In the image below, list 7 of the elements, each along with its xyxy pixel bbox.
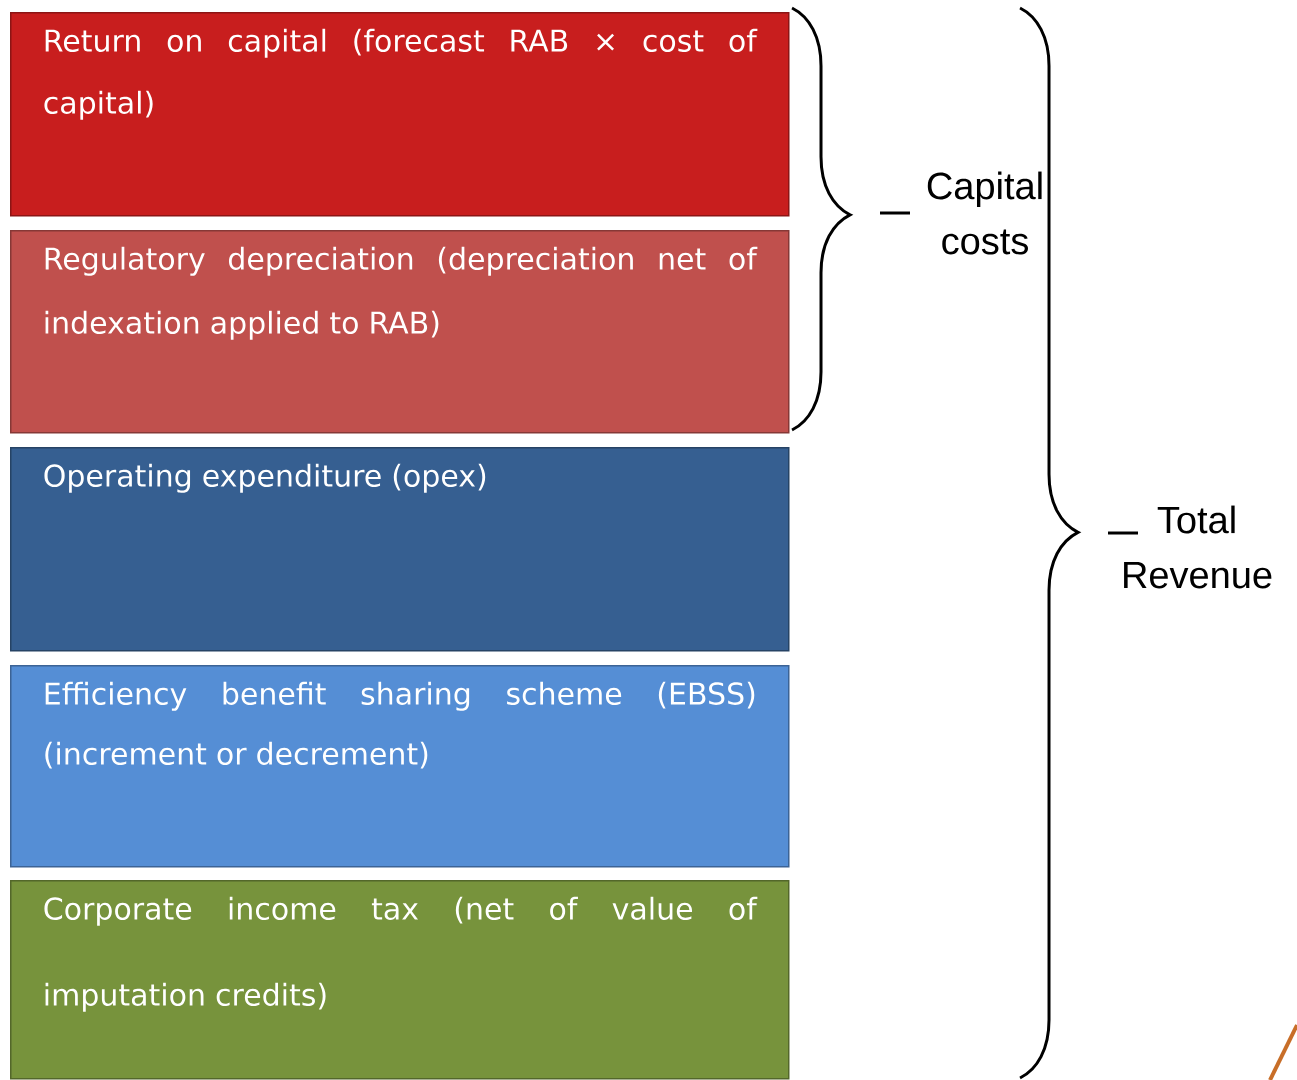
text-box: Efficiency benefit sharing scheme (EBSS) (increment or decrement) (10, 665, 790, 868)
text-box: Corporate income tax (net of value of imputation credits) (10, 880, 790, 1080)
text-box: Return on capital (forecast RAB × cost of capital) (10, 12, 790, 217)
bracket-label: Capital costs (927, 171, 1042, 255)
bracket-label: Total Revenue (1124, 505, 1272, 589)
text-box: Regulatory depreciation (depreciation net of indexation applied to RAB) (10, 230, 790, 434)
text-box: Operating expenditure (opex) (10, 447, 790, 652)
